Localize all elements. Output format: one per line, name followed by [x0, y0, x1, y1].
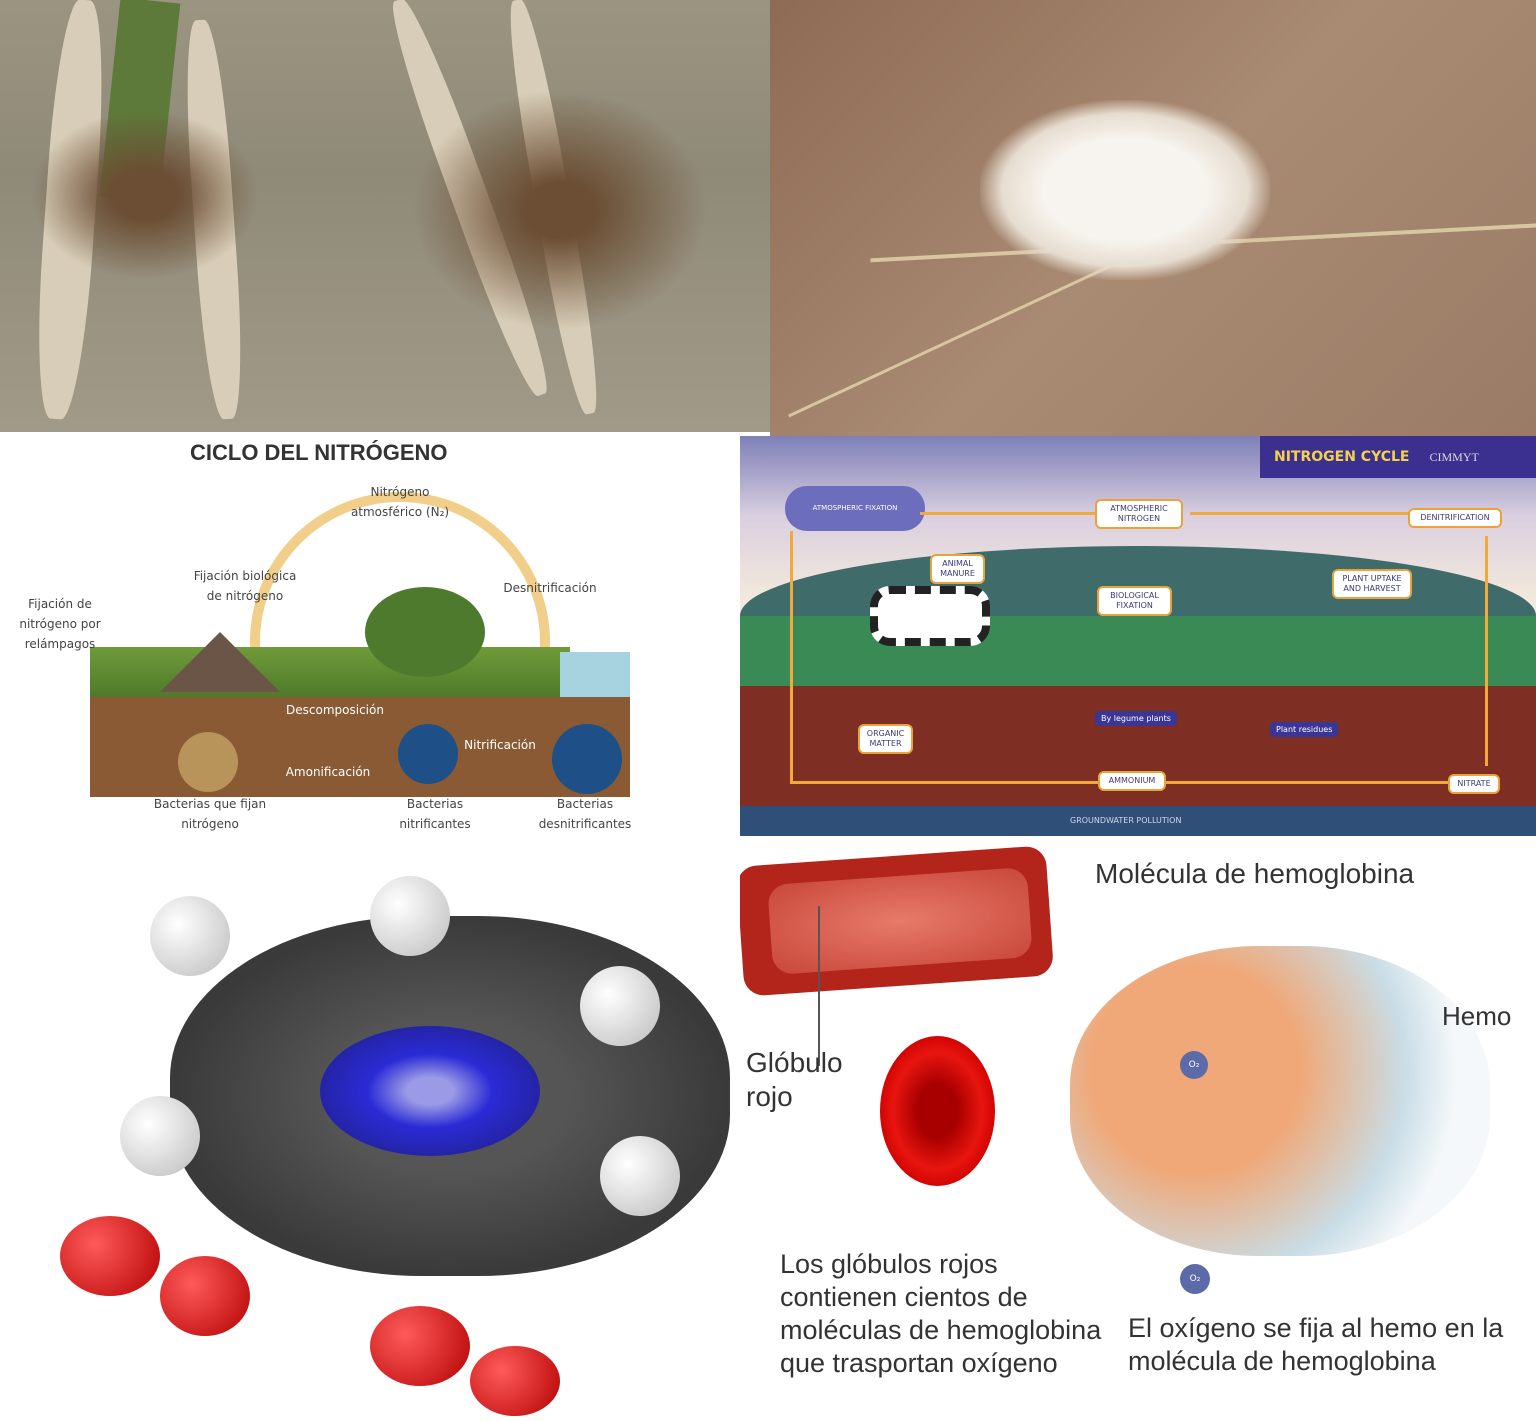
flow-arrow — [920, 512, 1100, 515]
legume-plants-tag: By legume plants — [1095, 711, 1177, 726]
roots-nodules-photo — [0, 0, 770, 432]
vessel-interior — [767, 867, 1033, 975]
groundwater-label: GROUNDWATER POLLUTION — [1070, 816, 1182, 825]
o2-molecule-free: O₂ — [1180, 1264, 1210, 1294]
denitrification-box: DENITRIFICATION — [1408, 508, 1502, 528]
label-amonificacion: Amonificación — [285, 765, 371, 779]
flow-arrow — [790, 531, 793, 781]
water — [560, 652, 630, 697]
nitrate-box: NITRATE — [1448, 774, 1500, 794]
oxygen-atom — [60, 1216, 160, 1296]
atmospheric-nitrogen-box: ATMOSPHERIC NITROGEN — [1095, 499, 1183, 529]
hemoglobin-protein — [1070, 946, 1490, 1256]
ciclo-nitrogeno-diagram: CICLO DEL NITRÓGENO Nitrógeno atmosféric… — [0, 432, 740, 836]
root-nodule-photo — [770, 0, 1536, 436]
nodule-cluster — [30, 110, 260, 280]
heme-molecule-model — [0, 836, 740, 1421]
cloud-icon — [785, 486, 925, 531]
mountain — [160, 632, 280, 692]
organic-matter-box: ORGANIC MATTER — [858, 724, 913, 754]
biological-fixation-box: BIOLOGICAL FIXATION — [1097, 586, 1172, 616]
nodule-cluster — [400, 80, 720, 340]
flow-arrow — [1190, 512, 1410, 515]
nitrogen-iron-center — [320, 1026, 540, 1156]
soil-layer — [90, 697, 630, 797]
plant-residues-tag: Plant residues — [1270, 722, 1339, 737]
globulo-rojo-label: Glóbulo rojo — [746, 1047, 843, 1112]
label-n2: Nitrógeno atmosférico (N₂) — [350, 485, 450, 519]
nitrifying-bacteria-circle — [398, 724, 458, 784]
hydrogen-atom — [370, 876, 450, 956]
groundwater — [740, 806, 1536, 836]
diagram-title: CICLO DEL NITRÓGENO — [190, 440, 448, 465]
caption-right: El oxígeno se fija al hemo en la molécul… — [1128, 1313, 1504, 1376]
hydrogen-atom — [150, 896, 230, 976]
brand-logo: CIMMYT — [1429, 449, 1479, 464]
label-bacterias-fijan: Bacterias que fijan nitrógeno — [153, 797, 267, 831]
label-fijacion-biologica: Fijación biológica de nitrógeno — [193, 569, 297, 603]
hydrogen-atom — [580, 966, 660, 1046]
hemoglobin-title: Molécula de hemoglobina — [1095, 858, 1415, 889]
oxygen-atom — [160, 1256, 250, 1336]
label-desnitrificacion: Desnitrificación — [503, 581, 597, 595]
oxygen-atom — [370, 1306, 470, 1386]
tree — [365, 587, 485, 677]
red-blood-cell — [880, 1036, 995, 1186]
hydrogen-atom — [600, 1136, 680, 1216]
label-descomposicion: Descomposición — [286, 703, 384, 717]
label-bacterias-desnitrificantes: Bacterias desnitrificantes — [538, 797, 632, 831]
hemoglobin-diagram: Molécula de hemoglobina Glóbulo rojo O₂ … — [740, 836, 1536, 1421]
oxygen-atom — [470, 1346, 560, 1416]
atmospheric-fixation-label: ATMOSPHERIC FIXATION — [812, 504, 898, 512]
title-banner: NITROGEN CYCLE CIMMYT — [1260, 436, 1536, 478]
hemo-label: Hemo — [1442, 1001, 1512, 1031]
plant-uptake-box: PLANT UPTAKE AND HARVEST — [1332, 569, 1412, 599]
white-nodule-cluster — [980, 100, 1270, 280]
hydrogen-atom — [120, 1096, 200, 1176]
o2-molecule: O₂ — [1180, 1051, 1208, 1079]
fixing-bacteria-circle — [178, 732, 238, 792]
animal-manure-box: ANIMAL MANURE — [930, 554, 985, 584]
ammonium-box: AMMONIUM — [1098, 771, 1166, 791]
nitrogen-cycle-infographic: NITROGEN CYCLE CIMMYT ATMOSPHERIC FIXATI… — [740, 436, 1536, 836]
title: NITROGEN CYCLE — [1274, 449, 1410, 465]
cow-icon — [870, 586, 990, 646]
field — [740, 616, 1536, 686]
pointer-line — [818, 906, 820, 1066]
flow-arrow — [1485, 536, 1488, 766]
label-bacterias-nitrificantes: Bacterias nitrificantes — [399, 797, 471, 831]
label-nitrificacion: Nitrificación — [464, 738, 536, 752]
denitrifying-bacteria-circle — [552, 724, 622, 794]
caption-left: Los glóbulos rojos contienen cientos de … — [780, 1249, 1102, 1378]
label-fijacion-relampagos: Fijación de nitrógeno por relámpagos — [19, 597, 101, 651]
